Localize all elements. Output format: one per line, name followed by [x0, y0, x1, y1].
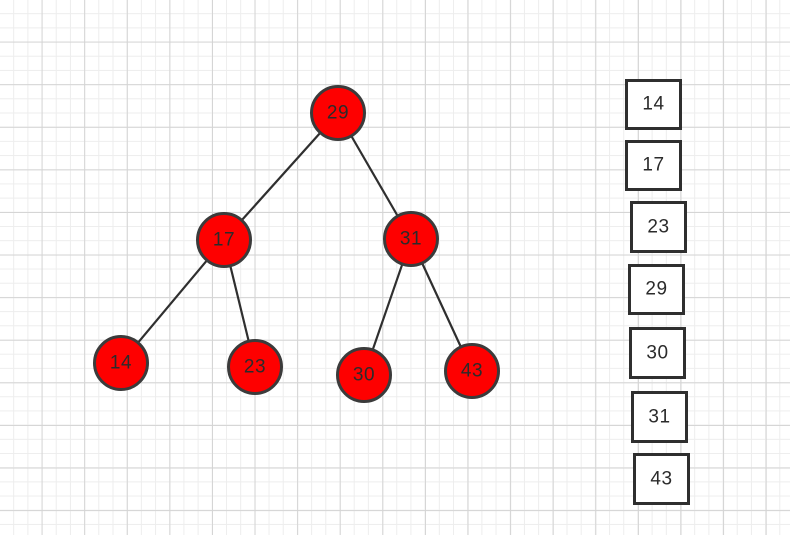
- sorted-list-box-43[interactable]: 43: [633, 453, 690, 505]
- tree-node-43[interactable]: 43: [444, 343, 500, 399]
- sorted-list-box-31[interactable]: 31: [631, 391, 688, 443]
- tree-node-label: 14: [109, 352, 133, 373]
- sorted-list-box-label: 23: [647, 216, 670, 237]
- sorted-list-box-label: 29: [645, 278, 668, 300]
- tree-edge-31-30: [371, 262, 404, 352]
- sorted-list-box-label: 14: [642, 93, 665, 115]
- sorted-list-box-29[interactable]: 29: [628, 264, 685, 315]
- tree-node-14[interactable]: 14: [93, 335, 149, 391]
- tree-edge-17-14: [136, 258, 209, 345]
- sorted-list-box-17[interactable]: 17: [625, 140, 682, 191]
- tree-node-label: 30: [352, 364, 376, 385]
- tree-node-30[interactable]: 30: [336, 347, 392, 403]
- tree-edge-29-17: [240, 131, 322, 222]
- tree-node-label: 23: [243, 356, 267, 377]
- tree-node-23[interactable]: 23: [227, 339, 283, 395]
- sorted-list-box-label: 30: [646, 342, 669, 363]
- tree-node-label: 43: [460, 360, 484, 381]
- tree-edge-17-23: [229, 264, 250, 343]
- tree-node-label: 31: [399, 228, 423, 249]
- tree-node-31[interactable]: 31: [383, 211, 439, 267]
- sorted-list-box-label: 31: [648, 406, 671, 427]
- tree-edge-29-31: [349, 134, 400, 218]
- tree-node-label: 29: [326, 102, 350, 123]
- sorted-list-box-30[interactable]: 30: [629, 327, 686, 379]
- sorted-list-box-label: 17: [642, 154, 665, 176]
- tree-node-17[interactable]: 17: [196, 212, 252, 268]
- sorted-list-box-label: 43: [650, 468, 673, 489]
- sorted-list-box-23[interactable]: 23: [630, 201, 687, 253]
- tree-node-label: 17: [212, 229, 236, 250]
- tree-edge-31-43: [420, 261, 463, 349]
- tree-node-29[interactable]: 29: [310, 85, 366, 141]
- sorted-list-box-14[interactable]: 14: [625, 79, 682, 130]
